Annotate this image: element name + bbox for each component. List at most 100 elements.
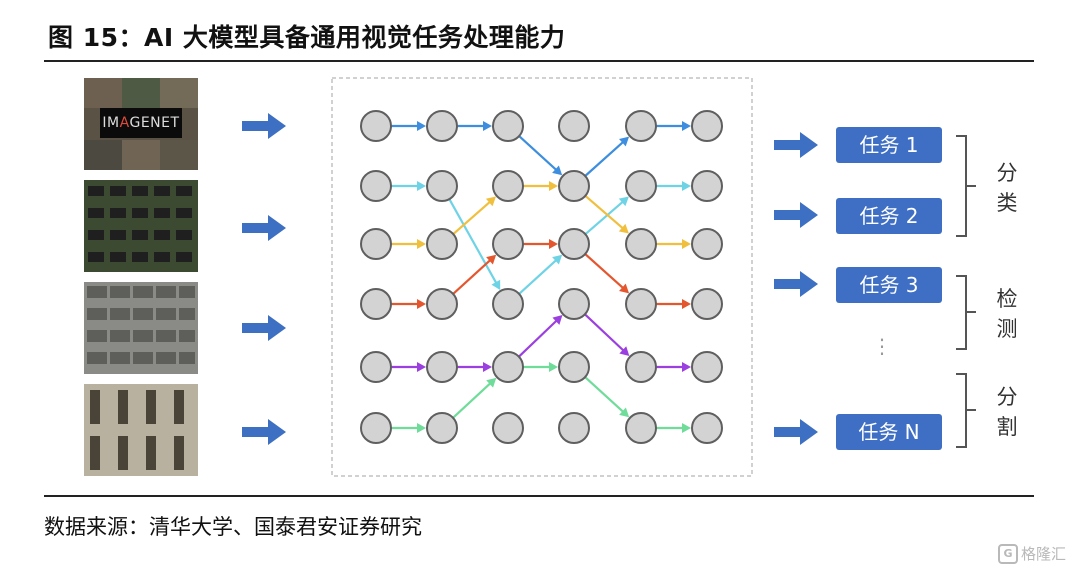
group-label-detection: 检测 bbox=[996, 287, 1018, 341]
network-nodes bbox=[360, 110, 723, 444]
node-r4-c1 bbox=[360, 288, 392, 320]
group-label-segmentation: 分割 bbox=[996, 385, 1018, 439]
input-arrows bbox=[242, 113, 286, 445]
input-arrow-2 bbox=[242, 215, 286, 241]
edge-arrowhead-10 bbox=[682, 181, 691, 191]
group-label-classification: 分类 bbox=[996, 161, 1018, 215]
output-arrows bbox=[774, 132, 818, 445]
top-rule bbox=[44, 60, 1034, 62]
edge-arrowhead-4 bbox=[619, 136, 630, 147]
node-r2-c5 bbox=[625, 170, 657, 202]
node-r1-c6 bbox=[691, 110, 723, 142]
node-r6-c2 bbox=[426, 412, 458, 444]
edge-arrowhead-29 bbox=[619, 407, 630, 418]
edge-9 bbox=[584, 200, 625, 236]
pedestrians-grid bbox=[84, 384, 198, 476]
edge-arrowhead-16 bbox=[417, 299, 426, 309]
edge-arrowhead-18 bbox=[549, 239, 558, 249]
edge-arrowhead-1 bbox=[417, 121, 426, 131]
edge-27 bbox=[452, 381, 492, 419]
edge-arrowhead-6 bbox=[417, 181, 426, 191]
edge-arrowhead-26 bbox=[417, 423, 426, 433]
data-source: 数据来源：清华大学、国泰君安证券研究 bbox=[44, 515, 422, 539]
output-arrow-1 bbox=[774, 132, 818, 158]
edge-23 bbox=[518, 319, 559, 358]
node-r2-c3 bbox=[492, 170, 524, 202]
node-r1-c2 bbox=[426, 110, 458, 142]
edge-3 bbox=[518, 135, 558, 172]
input-arrow-3 bbox=[242, 315, 286, 341]
node-r3-c5 bbox=[625, 228, 657, 260]
node-r6-c6 bbox=[691, 412, 723, 444]
edge-arrowhead-20 bbox=[682, 299, 691, 309]
node-r6-c5 bbox=[625, 412, 657, 444]
task-ellipsis: ⋮ bbox=[872, 334, 892, 358]
output-arrow-3 bbox=[774, 271, 818, 297]
edge-arrowhead-24 bbox=[619, 346, 630, 357]
edge-arrowhead-28 bbox=[549, 362, 558, 372]
node-r5-c6 bbox=[691, 351, 723, 383]
node-r5-c3 bbox=[492, 351, 524, 383]
node-r3-c2 bbox=[426, 228, 458, 260]
node-r2-c6 bbox=[691, 170, 723, 202]
edge-arrowhead-25 bbox=[682, 362, 691, 372]
edge-8 bbox=[518, 258, 558, 295]
node-r5-c1 bbox=[360, 351, 392, 383]
watermark: G 格隆汇 bbox=[997, 543, 1066, 564]
node-r2-c1 bbox=[360, 170, 392, 202]
edge-arrowhead-2 bbox=[483, 121, 492, 131]
edge-arrowhead-11 bbox=[417, 239, 426, 249]
node-r3-c4 bbox=[558, 228, 590, 260]
group-brackets bbox=[956, 135, 976, 448]
node-r1-c4 bbox=[558, 110, 590, 142]
task-box-3: 任务 3 bbox=[836, 267, 942, 303]
node-r1-c5 bbox=[625, 110, 657, 142]
node-r4-c5 bbox=[625, 288, 657, 320]
node-r3-c6 bbox=[691, 228, 723, 260]
figure-title: 图 15：AI 大模型具备通用视觉任务处理能力 bbox=[48, 23, 566, 52]
input-arrow-4 bbox=[242, 419, 286, 445]
bottom-rule bbox=[44, 495, 1034, 497]
edge-arrowhead-15 bbox=[682, 239, 691, 249]
node-r6-c1 bbox=[360, 412, 392, 444]
vehicles-thumbnail bbox=[84, 282, 198, 374]
output-arrow-4 bbox=[774, 419, 818, 445]
output-arrow-2 bbox=[774, 202, 818, 228]
edge-arrowhead-13 bbox=[549, 181, 558, 191]
edge-arrowhead-22 bbox=[483, 362, 492, 372]
edge-arrowhead-19 bbox=[619, 283, 630, 294]
node-r4-c6 bbox=[691, 288, 723, 320]
node-r2-c4 bbox=[558, 170, 590, 202]
node-r5-c2 bbox=[426, 351, 458, 383]
node-r4-c3 bbox=[492, 288, 524, 320]
animals-thumbnail bbox=[84, 180, 198, 272]
edge-14 bbox=[584, 194, 625, 230]
task-box-1: 任务 1 bbox=[836, 127, 942, 163]
edge-arrowhead-30 bbox=[682, 423, 691, 433]
edge-arrowhead-5 bbox=[682, 121, 691, 131]
node-r5-c5 bbox=[625, 351, 657, 383]
edge-arrowhead-3 bbox=[552, 165, 563, 176]
edge-arrowhead-8 bbox=[552, 254, 563, 265]
node-r3-c3 bbox=[492, 228, 524, 260]
imagenet-thumbnail: IMAGENET bbox=[84, 78, 198, 170]
edge-7 bbox=[448, 198, 498, 285]
edge-arrowhead-12 bbox=[485, 196, 496, 207]
bracket-classification bbox=[956, 135, 976, 237]
imagenet-mosaic bbox=[84, 78, 198, 170]
node-r4-c2 bbox=[426, 288, 458, 320]
node-r1-c3 bbox=[492, 110, 524, 142]
network-edges bbox=[391, 121, 691, 433]
edge-arrowhead-27 bbox=[486, 377, 497, 388]
pedestrians-thumbnail bbox=[84, 384, 198, 476]
edge-arrowhead-9 bbox=[618, 196, 629, 207]
edge-19 bbox=[584, 253, 625, 290]
network-frame bbox=[331, 77, 753, 477]
edge-29 bbox=[584, 376, 625, 414]
node-r6-c4 bbox=[558, 412, 590, 444]
node-r1-c1 bbox=[360, 110, 392, 142]
node-r6-c3 bbox=[492, 412, 524, 444]
node-r4-c4 bbox=[558, 288, 590, 320]
input-arrow-1 bbox=[242, 113, 286, 139]
